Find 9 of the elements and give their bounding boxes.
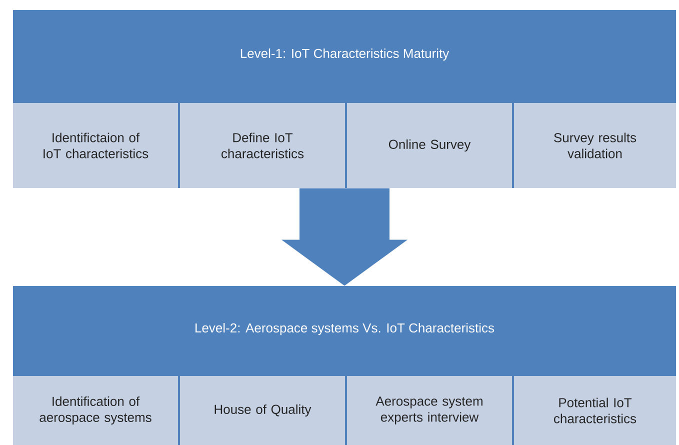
step-cell: Define IoT characteristics	[180, 103, 345, 188]
step-cell: Identifictaion of IoT characteristics	[13, 103, 178, 188]
step-cell: Online Survey	[347, 103, 512, 188]
step-cell: Aerospace system experts interview	[347, 376, 512, 445]
step-cell: Survey results validation	[514, 103, 676, 188]
step-cell: Potential IoT characteristics	[514, 376, 676, 445]
block-arrow	[282, 188, 408, 286]
step-cell: House of Quality	[180, 376, 345, 445]
step-cell: Identification of aerospace systems	[13, 376, 178, 445]
